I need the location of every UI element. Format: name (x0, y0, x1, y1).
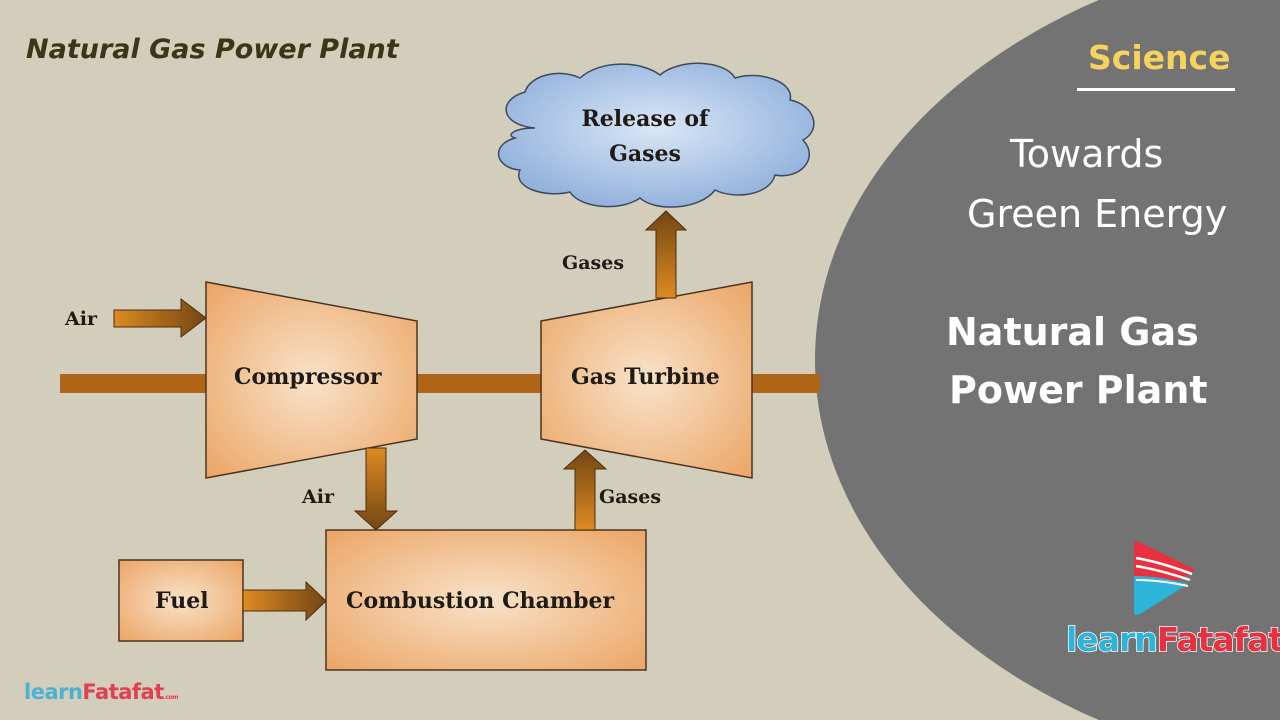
shaft-left (60, 374, 210, 393)
brand-logo-small: learnFatafat.com (24, 680, 178, 704)
brand-small-part2: Fatafat (82, 680, 164, 704)
category-label: Science (1088, 38, 1231, 77)
diagram-title: Natural Gas Power Plant (26, 34, 399, 65)
combustion-chamber-block (325, 529, 647, 671)
brand-part1: learn (1065, 619, 1158, 660)
gases-to-turbine-label: Gases (599, 486, 662, 508)
gases-to-release-label: Gases (562, 252, 625, 274)
release-label-line2: Gases (609, 141, 681, 167)
fuel-arrow (242, 580, 327, 622)
shaft-middle (415, 374, 545, 393)
title-panel (815, 0, 1280, 720)
gases-to-release-arrow (644, 210, 688, 299)
air-to-chamber-arrow (353, 447, 399, 531)
gas-turbine-label: Gas Turbine (571, 364, 720, 390)
book-play-icon (1134, 541, 1194, 616)
gas-turbine-block (540, 281, 753, 479)
brand-logo-large: learnFatafat.comTM (1065, 619, 1280, 660)
combustion-chamber-label: Combustion Chamber (346, 588, 615, 614)
subtitle-line2: Green Energy (967, 192, 1228, 236)
shaft-right (750, 374, 820, 393)
subtitle-line1: Towards (1010, 132, 1164, 176)
compressor-label: Compressor (234, 364, 382, 390)
air-in-label: Air (65, 308, 97, 330)
air-in-arrow (113, 297, 207, 339)
air-to-chamber-label: Air (302, 486, 334, 508)
release-label-line1: Release of (581, 106, 709, 132)
brand-small-suffix: .com (163, 694, 179, 701)
heading-line2: Power Plant (949, 368, 1208, 412)
fuel-label: Fuel (155, 588, 209, 614)
release-label: Release of Gases (560, 102, 730, 172)
brand-part2: Fatafat (1156, 619, 1280, 660)
heading-line1: Natural Gas (946, 310, 1199, 354)
category-underline (1077, 88, 1235, 91)
fuel-block (118, 559, 244, 642)
brand-small-part1: learn (24, 680, 83, 704)
release-cloud (497, 62, 815, 208)
gases-to-turbine-arrow (562, 449, 608, 531)
compressor-block (205, 281, 418, 479)
